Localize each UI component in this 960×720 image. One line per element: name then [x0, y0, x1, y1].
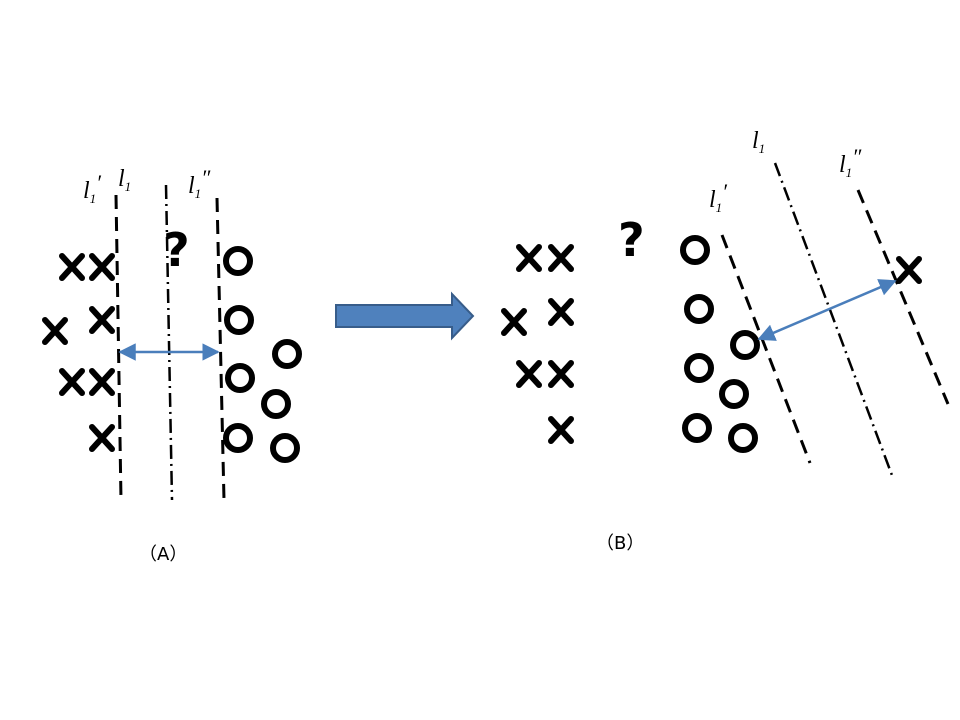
line-l1-a: [164, 184, 174, 501]
circle-mark-icon: [680, 235, 710, 265]
label-l1-dprime-a: l1″: [188, 165, 211, 201]
x-mark-icon: [516, 360, 542, 388]
x-mark-icon: [42, 317, 68, 345]
x-mark-icon: [896, 256, 922, 284]
right-arrow-icon: [335, 291, 475, 341]
x-mark-icon: [548, 244, 574, 272]
x-mark-icon: [89, 424, 115, 452]
line-l1-prime-a: [114, 194, 123, 501]
circle-mark-icon: [730, 330, 760, 360]
x-mark-icon: [501, 308, 527, 336]
caption-a: （A）: [139, 544, 187, 565]
question-mark-b: ?: [618, 213, 645, 267]
panel-a: l1′ l1 l1″ ? （A）: [42, 165, 302, 565]
label-l1-prime-a: l1′: [83, 170, 102, 206]
circle-mark-icon: [272, 339, 302, 369]
circle-mark-icon: [728, 423, 758, 453]
circle-mark-icon: [225, 363, 255, 393]
caption-b: （B）: [596, 533, 644, 554]
x-mark-icon: [548, 416, 574, 444]
circle-mark-icon: [719, 379, 749, 409]
x-mark-icon: [89, 368, 115, 396]
line-l1-prime-b: [720, 234, 812, 464]
circle-mark-icon: [684, 294, 714, 324]
question-mark-a: ?: [163, 223, 190, 277]
x-mark-icon: [59, 253, 85, 281]
circle-mark-icon: [682, 413, 712, 443]
line-l1-dprime-b: [856, 189, 950, 405]
x-mark-icon: [548, 298, 574, 326]
circle-mark-icon: [224, 305, 254, 335]
x-mark-icon: [89, 306, 115, 334]
line-l1-dprime-a: [215, 197, 226, 501]
x-mark-icon: [59, 368, 85, 396]
margin-arrow-b: [757, 279, 897, 341]
x-mark-icon: [548, 360, 574, 388]
line-l1-b: [773, 162, 895, 479]
x-mark-icon: [516, 244, 542, 272]
x-mark-icon: [89, 253, 115, 281]
circle-mark-icon: [261, 389, 291, 419]
circle-mark-icon: [270, 433, 300, 463]
label-l1-prime-b: l1′: [709, 179, 728, 215]
panel-b: l1 l1″ l1′ ? （B）: [501, 128, 950, 554]
circles-a: [223, 246, 302, 463]
circle-mark-icon: [223, 423, 253, 453]
circle-mark-icon: [223, 246, 253, 276]
crosses-a: [42, 253, 115, 452]
circle-mark-icon: [684, 353, 714, 383]
label-l1-a: l1: [118, 166, 131, 194]
label-l1-b: l1: [752, 128, 765, 156]
circles-b: [680, 235, 760, 453]
crosses-b: [501, 244, 922, 444]
label-l1-dprime-b: l1″: [839, 144, 862, 180]
